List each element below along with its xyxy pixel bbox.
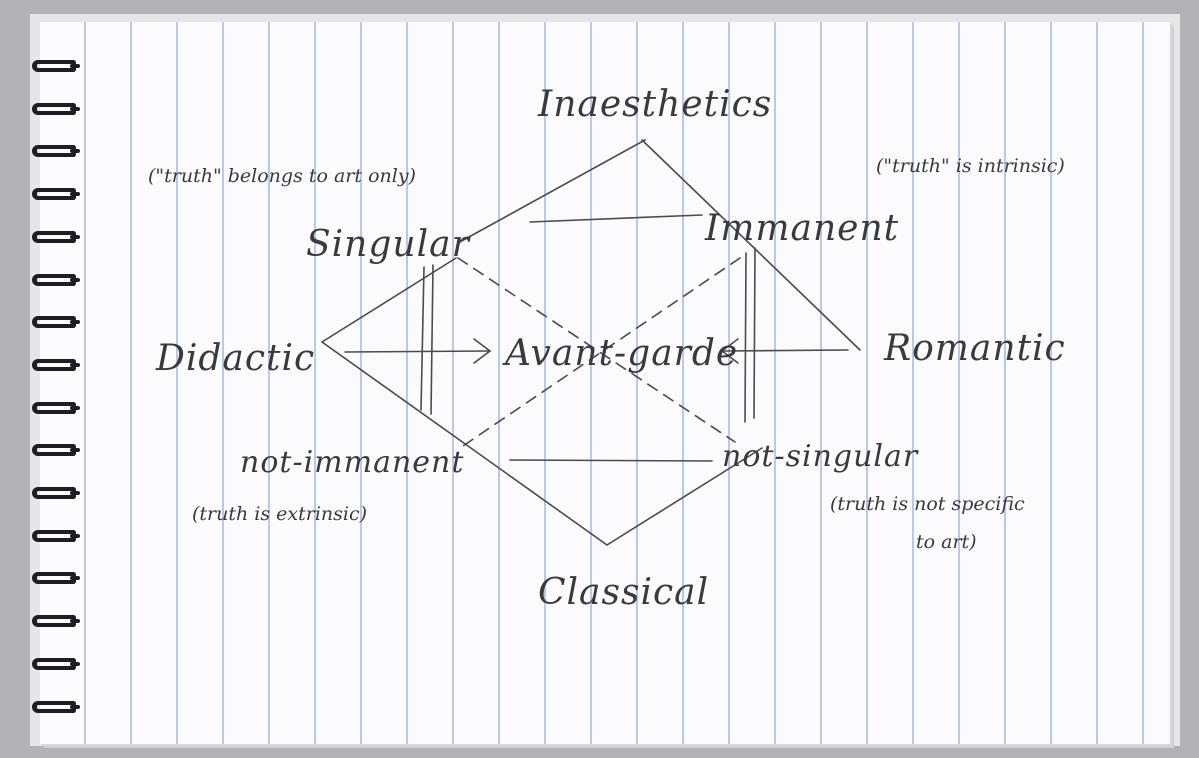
binding-ring — [32, 487, 80, 499]
edge-bottom-right — [606, 447, 763, 546]
edge-left-upper — [321, 257, 457, 343]
node-top-right: Immanent — [704, 208, 899, 249]
edge-top-right — [641, 139, 861, 351]
binding-ring — [32, 529, 80, 542]
note-bottom-left: (truth is extrinsic) — [192, 503, 367, 525]
binding-ring — [32, 316, 80, 329]
binding-ring — [32, 188, 80, 201]
node-top: Inaesthetics — [537, 84, 772, 125]
binding-ring — [32, 657, 80, 670]
binding-ring — [32, 700, 80, 713]
binding-ring — [32, 145, 80, 158]
node-bottom: Classical — [538, 572, 709, 613]
node-top-left: Singular — [306, 224, 471, 265]
notebook-page — [40, 22, 1170, 744]
arrow-left-head — [473, 338, 492, 364]
binding-ring — [32, 358, 80, 371]
binding-ring — [32, 444, 80, 457]
dashed-diagonal-2 — [459, 257, 741, 449]
binding-ring — [32, 60, 80, 72]
bar-left-2 — [430, 264, 434, 415]
node-bottom-right: not-singular — [722, 439, 919, 474]
edge-top-left — [457, 139, 646, 244]
note-top-right: ("truth" is intrinsic) — [876, 155, 1065, 177]
binding-ring — [32, 102, 80, 115]
note-bottom-right-line1: (truth is not specific — [830, 493, 1025, 515]
dashed-diagonal-1 — [457, 257, 736, 443]
binding-ring — [32, 230, 80, 243]
bar-left-1 — [420, 266, 425, 411]
node-left: Didactic — [155, 338, 315, 379]
binding-ring — [32, 572, 80, 585]
note-top-left: ("truth" belongs to art only) — [148, 165, 416, 187]
node-center: Avant-garde — [502, 333, 738, 374]
binding-ring — [32, 615, 80, 628]
arrow-right-shaft — [721, 349, 849, 352]
arrow-left-shaft — [344, 350, 491, 353]
edge-left-lower — [321, 341, 608, 546]
connector-top — [529, 214, 703, 223]
binding-ring — [32, 401, 80, 414]
bar-right-2 — [753, 247, 756, 419]
note-bottom-right-line2: to art) — [916, 531, 977, 553]
node-right: Romantic — [883, 328, 1066, 369]
connector-bottom — [509, 459, 713, 462]
binding-ring — [32, 273, 80, 286]
bar-right-1 — [744, 252, 747, 423]
node-bottom-left: not-immanent — [240, 445, 464, 480]
arrow-right-head — [720, 338, 739, 364]
